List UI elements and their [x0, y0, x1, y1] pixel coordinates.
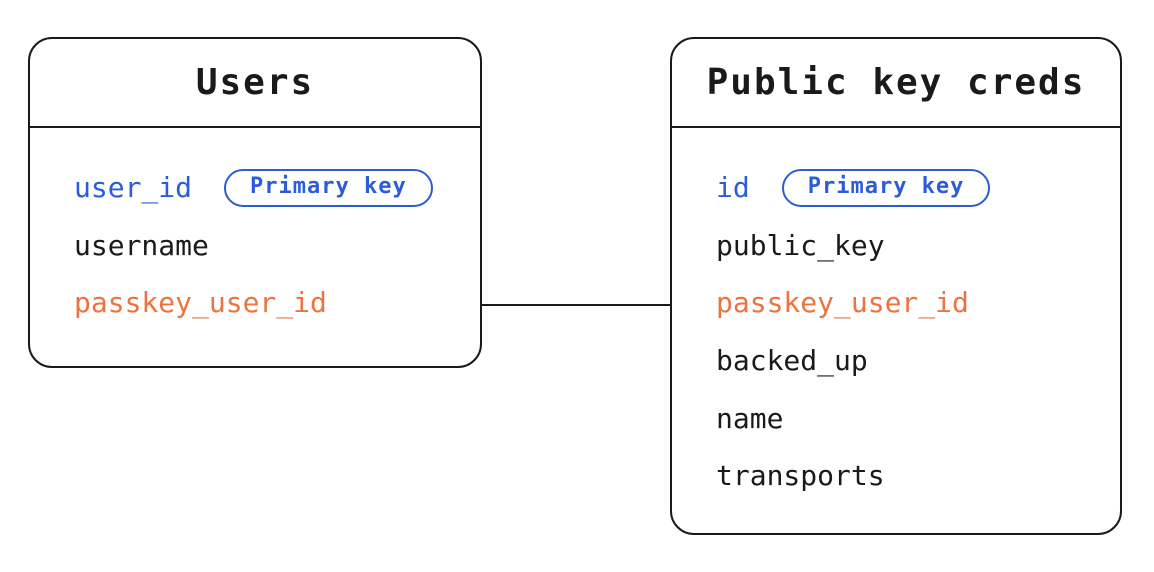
field-row-passkey-user-id: passkey_user_id — [74, 274, 470, 332]
field-transports: transports — [716, 459, 885, 493]
table-public-key-creds-title: Public key creds — [706, 62, 1086, 103]
relationship-line-passkey-user-id — [482, 304, 670, 306]
field-row-passkey-user-id: passkey_user_id — [716, 274, 1110, 332]
table-public-key-creds-header: Public key creds — [672, 39, 1120, 128]
field-row-username: username — [74, 217, 470, 275]
field-id: id — [716, 171, 750, 205]
field-row-user-id: user_id Primary key — [74, 159, 470, 217]
field-user-id: user_id — [74, 171, 193, 205]
table-users-header: Users — [30, 39, 480, 128]
field-name: name — [716, 401, 784, 435]
field-public-key: public_key — [716, 228, 885, 262]
field-row-id: id Primary key — [716, 159, 1110, 217]
field-row-backed-up: backed_up — [716, 332, 1110, 390]
field-row-name: name — [716, 389, 1110, 447]
field-passkey-user-id: passkey_user_id — [74, 286, 327, 320]
table-public-key-creds-fields: id Primary key public_key passkey_user_i… — [672, 128, 1120, 505]
field-row-public-key: public_key — [716, 217, 1110, 275]
field-backed-up: backed_up — [716, 344, 868, 378]
field-row-transports: transports — [716, 447, 1110, 505]
table-public-key-creds: Public key creds id Primary key public_k… — [670, 37, 1122, 535]
primary-key-badge: Primary key — [781, 168, 991, 207]
field-passkey-user-id: passkey_user_id — [716, 286, 969, 320]
table-users-title: Users — [195, 62, 315, 103]
table-users-fields: user_id Primary key username passkey_use… — [30, 128, 480, 332]
field-username: username — [74, 228, 209, 262]
table-users: Users user_id Primary key username passk… — [28, 37, 482, 368]
primary-key-badge: Primary key — [224, 168, 433, 207]
